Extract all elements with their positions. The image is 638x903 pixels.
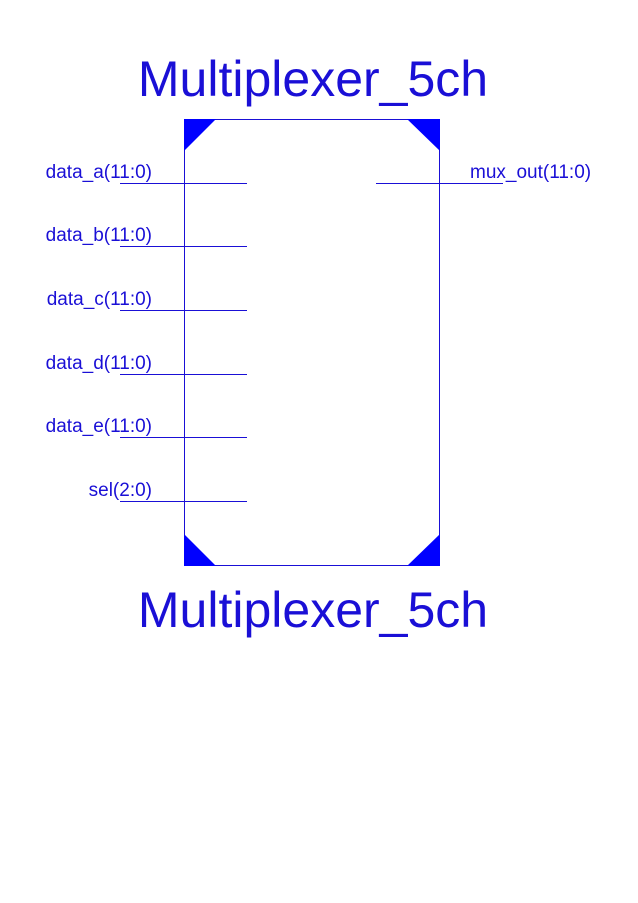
- input-pin-data-d[interactable]: data_d(11:0): [46, 353, 247, 375]
- pin-label: data_b(11:0): [46, 225, 152, 246]
- pin-label: data_d(11:0): [46, 353, 152, 374]
- corner-marker-top-right: [407, 119, 440, 151]
- output-pins: mux_out(11:0): [376, 162, 591, 184]
- pin-label: mux_out(11:0): [470, 162, 591, 183]
- corner-marker-bottom-left: [184, 534, 216, 566]
- pin-label: data_c(11:0): [47, 289, 152, 310]
- input-pins: data_a(11:0) data_b(11:0) data_c(11:0) d…: [46, 162, 247, 502]
- input-pin-data-c[interactable]: data_c(11:0): [47, 289, 247, 311]
- input-pin-data-b[interactable]: data_b(11:0): [46, 225, 247, 247]
- symbol-title-bottom: Multiplexer_5ch: [138, 582, 488, 638]
- input-pin-data-a[interactable]: data_a(11:0): [46, 162, 247, 184]
- input-pin-data-e[interactable]: data_e(11:0): [46, 416, 247, 438]
- pin-label: sel(2:0): [89, 480, 152, 501]
- corner-marker-bottom-right: [407, 534, 440, 566]
- corner-marker-top-left: [184, 119, 216, 151]
- symbol-title-top: Multiplexer_5ch: [138, 51, 488, 107]
- pin-label: data_a(11:0): [46, 162, 152, 183]
- pin-label: data_e(11:0): [46, 416, 152, 437]
- output-pin-mux-out[interactable]: mux_out(11:0): [376, 162, 591, 184]
- symbol-body[interactable]: [184, 119, 440, 566]
- input-pin-sel[interactable]: sel(2:0): [89, 480, 247, 502]
